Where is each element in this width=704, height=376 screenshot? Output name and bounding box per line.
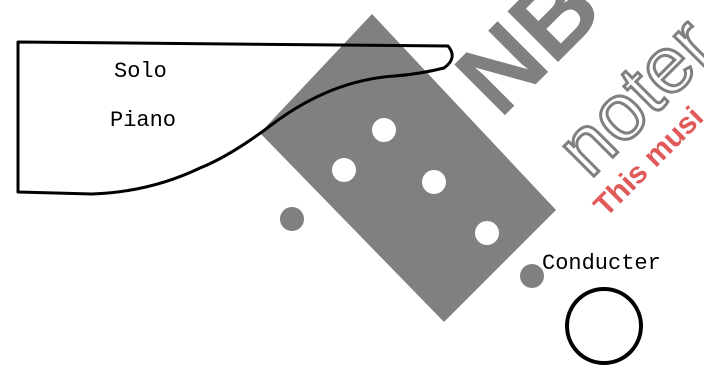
- solo-piano-outline: [18, 42, 452, 194]
- piano-label-piano: Piano: [110, 110, 176, 132]
- piano-label-solo: Solo: [114, 61, 167, 83]
- conductor-label: Conducter: [542, 253, 661, 275]
- conductor-circle: [567, 289, 641, 363]
